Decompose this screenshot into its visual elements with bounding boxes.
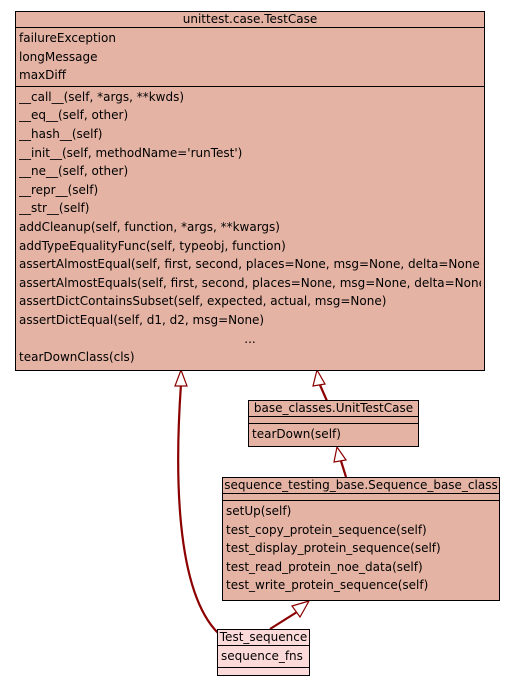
class-sequencebase-title: sequence_testing_base.Sequence_base_clas…	[223, 478, 499, 494]
method: assertAlmostEquals(self, first, second, …	[19, 275, 481, 290]
edge-testsequence-to-sequencebase	[269, 611, 298, 630]
class-sequencebase-methods: setUp(self) test_copy_protein_sequence(s…	[223, 501, 499, 596]
method: setUp(self)	[226, 504, 292, 518]
method: assertAlmostEqual(self, first, second, p…	[19, 257, 481, 272]
method: __hash__(self)	[19, 126, 103, 141]
method: addCleanup(self, function, *args, **kwar…	[19, 219, 280, 234]
arrowhead-unittestcase	[333, 445, 348, 463]
class-unittestcase-methods: tearDown(self)	[249, 424, 418, 445]
method: tearDownClass(cls)	[19, 350, 135, 365]
class-testcase-attributes: failureException longMessage maxDiff	[16, 28, 484, 87]
class-testcase-title: unittest.case.TestCase	[16, 12, 484, 28]
class-testsequence[interactable]: Test_sequence sequence_fns	[217, 629, 310, 676]
class-sequencebase-attributes	[223, 494, 499, 501]
method: addTypeEqualityFunc(self, typeobj, funct…	[19, 238, 286, 253]
class-testcase[interactable]: unittest.case.TestCase failureException …	[15, 11, 485, 371]
method: test_display_protein_sequence(self)	[226, 541, 441, 556]
method: test_write_protein_sequence(self)	[226, 578, 429, 593]
class-unittestcase-title: base_classes.UnitTestCase	[249, 401, 418, 417]
arrowhead-testcase-left	[174, 368, 188, 387]
method: __call__(self, *args, **kwds)	[19, 89, 185, 104]
edge-testsequence-to-testcase	[177, 383, 219, 634]
class-testcase-methods: __call__(self, *args, **kwds) __eq__(sel…	[16, 87, 484, 368]
method: assertDictContainsSubset(self, expected,…	[19, 294, 387, 309]
attribute: failureException	[19, 31, 116, 45]
method: __repr__(self)	[19, 182, 99, 197]
class-testsequence-title: Test_sequence	[218, 630, 309, 646]
class-sequencebase[interactable]: sequence_testing_base.Sequence_base_clas…	[222, 477, 500, 601]
edge-unittestcase-to-testcase	[318, 384, 329, 402]
class-unittestcase[interactable]: base_classes.UnitTestCase tearDown(self)	[248, 400, 419, 447]
method: __ne__(self, other)	[19, 164, 129, 179]
attribute: maxDiff	[19, 68, 66, 83]
class-unittestcase-attributes	[249, 417, 418, 424]
method: __str__(self)	[19, 201, 90, 216]
edge-sequencebase-to-unittestcase	[339, 460, 348, 478]
arrowhead-testcase-right	[312, 368, 326, 387]
method-ellipsis: ...	[244, 331, 256, 346]
attribute: sequence_fns	[221, 649, 303, 663]
method: __eq__(self, other)	[19, 108, 129, 123]
arrowhead-sequencebase	[291, 600, 311, 619]
method: assertDictEqual(self, d1, d2, msg=None)	[19, 312, 265, 327]
class-testsequence-attributes: sequence_fns	[218, 646, 309, 668]
method: test_read_protein_noe_data(self)	[226, 559, 423, 574]
method: __init__(self, methodName='runTest')	[19, 145, 243, 160]
class-testsequence-methods	[218, 668, 309, 674]
attribute: longMessage	[19, 49, 98, 64]
method: tearDown(self)	[252, 427, 341, 441]
method: test_copy_protein_sequence(self)	[226, 522, 427, 537]
